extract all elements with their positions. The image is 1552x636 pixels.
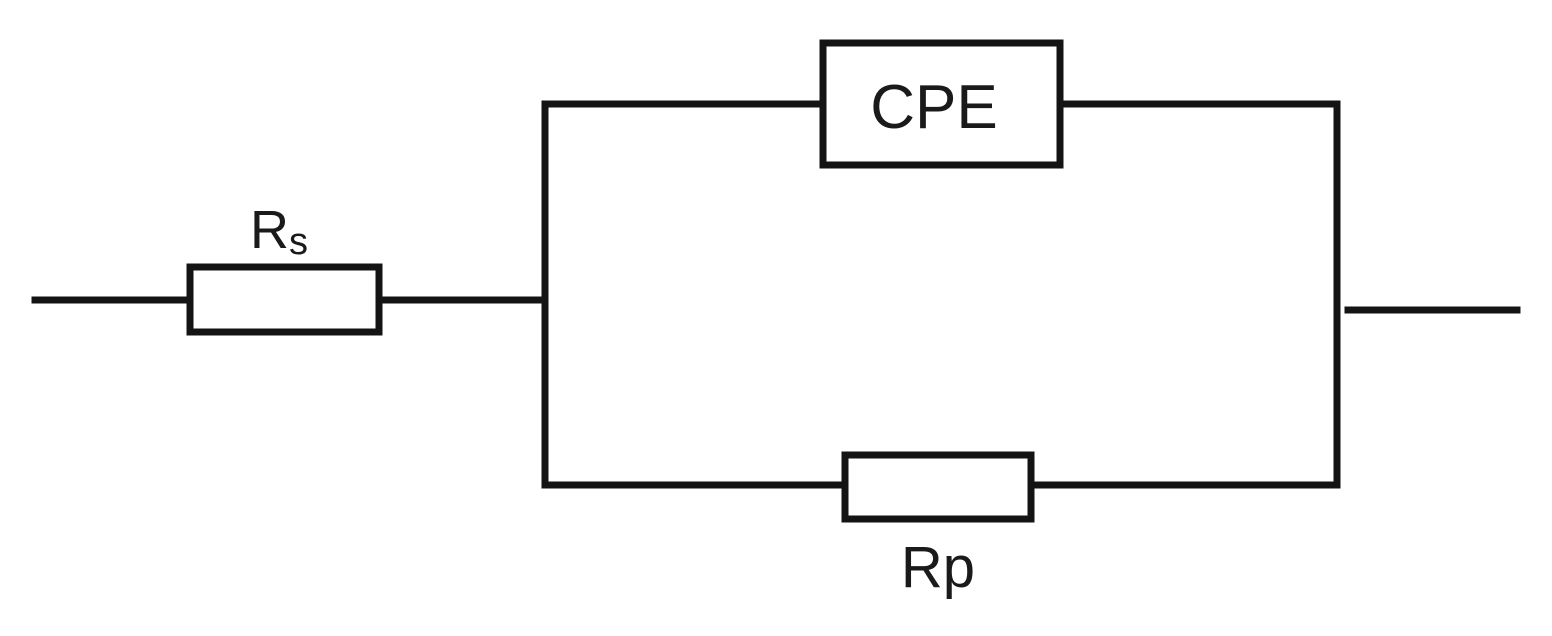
rp-resistor — [841, 451, 1035, 523]
rs-label-subscript: s — [289, 221, 308, 263]
rp-label: Rp — [901, 535, 975, 600]
rs-label: Rs — [250, 200, 308, 263]
rs-resistor — [186, 263, 383, 336]
cpe-element — [819, 39, 1064, 169]
cpe-label: CPE — [870, 73, 997, 142]
rs-label-base: R — [250, 200, 289, 260]
